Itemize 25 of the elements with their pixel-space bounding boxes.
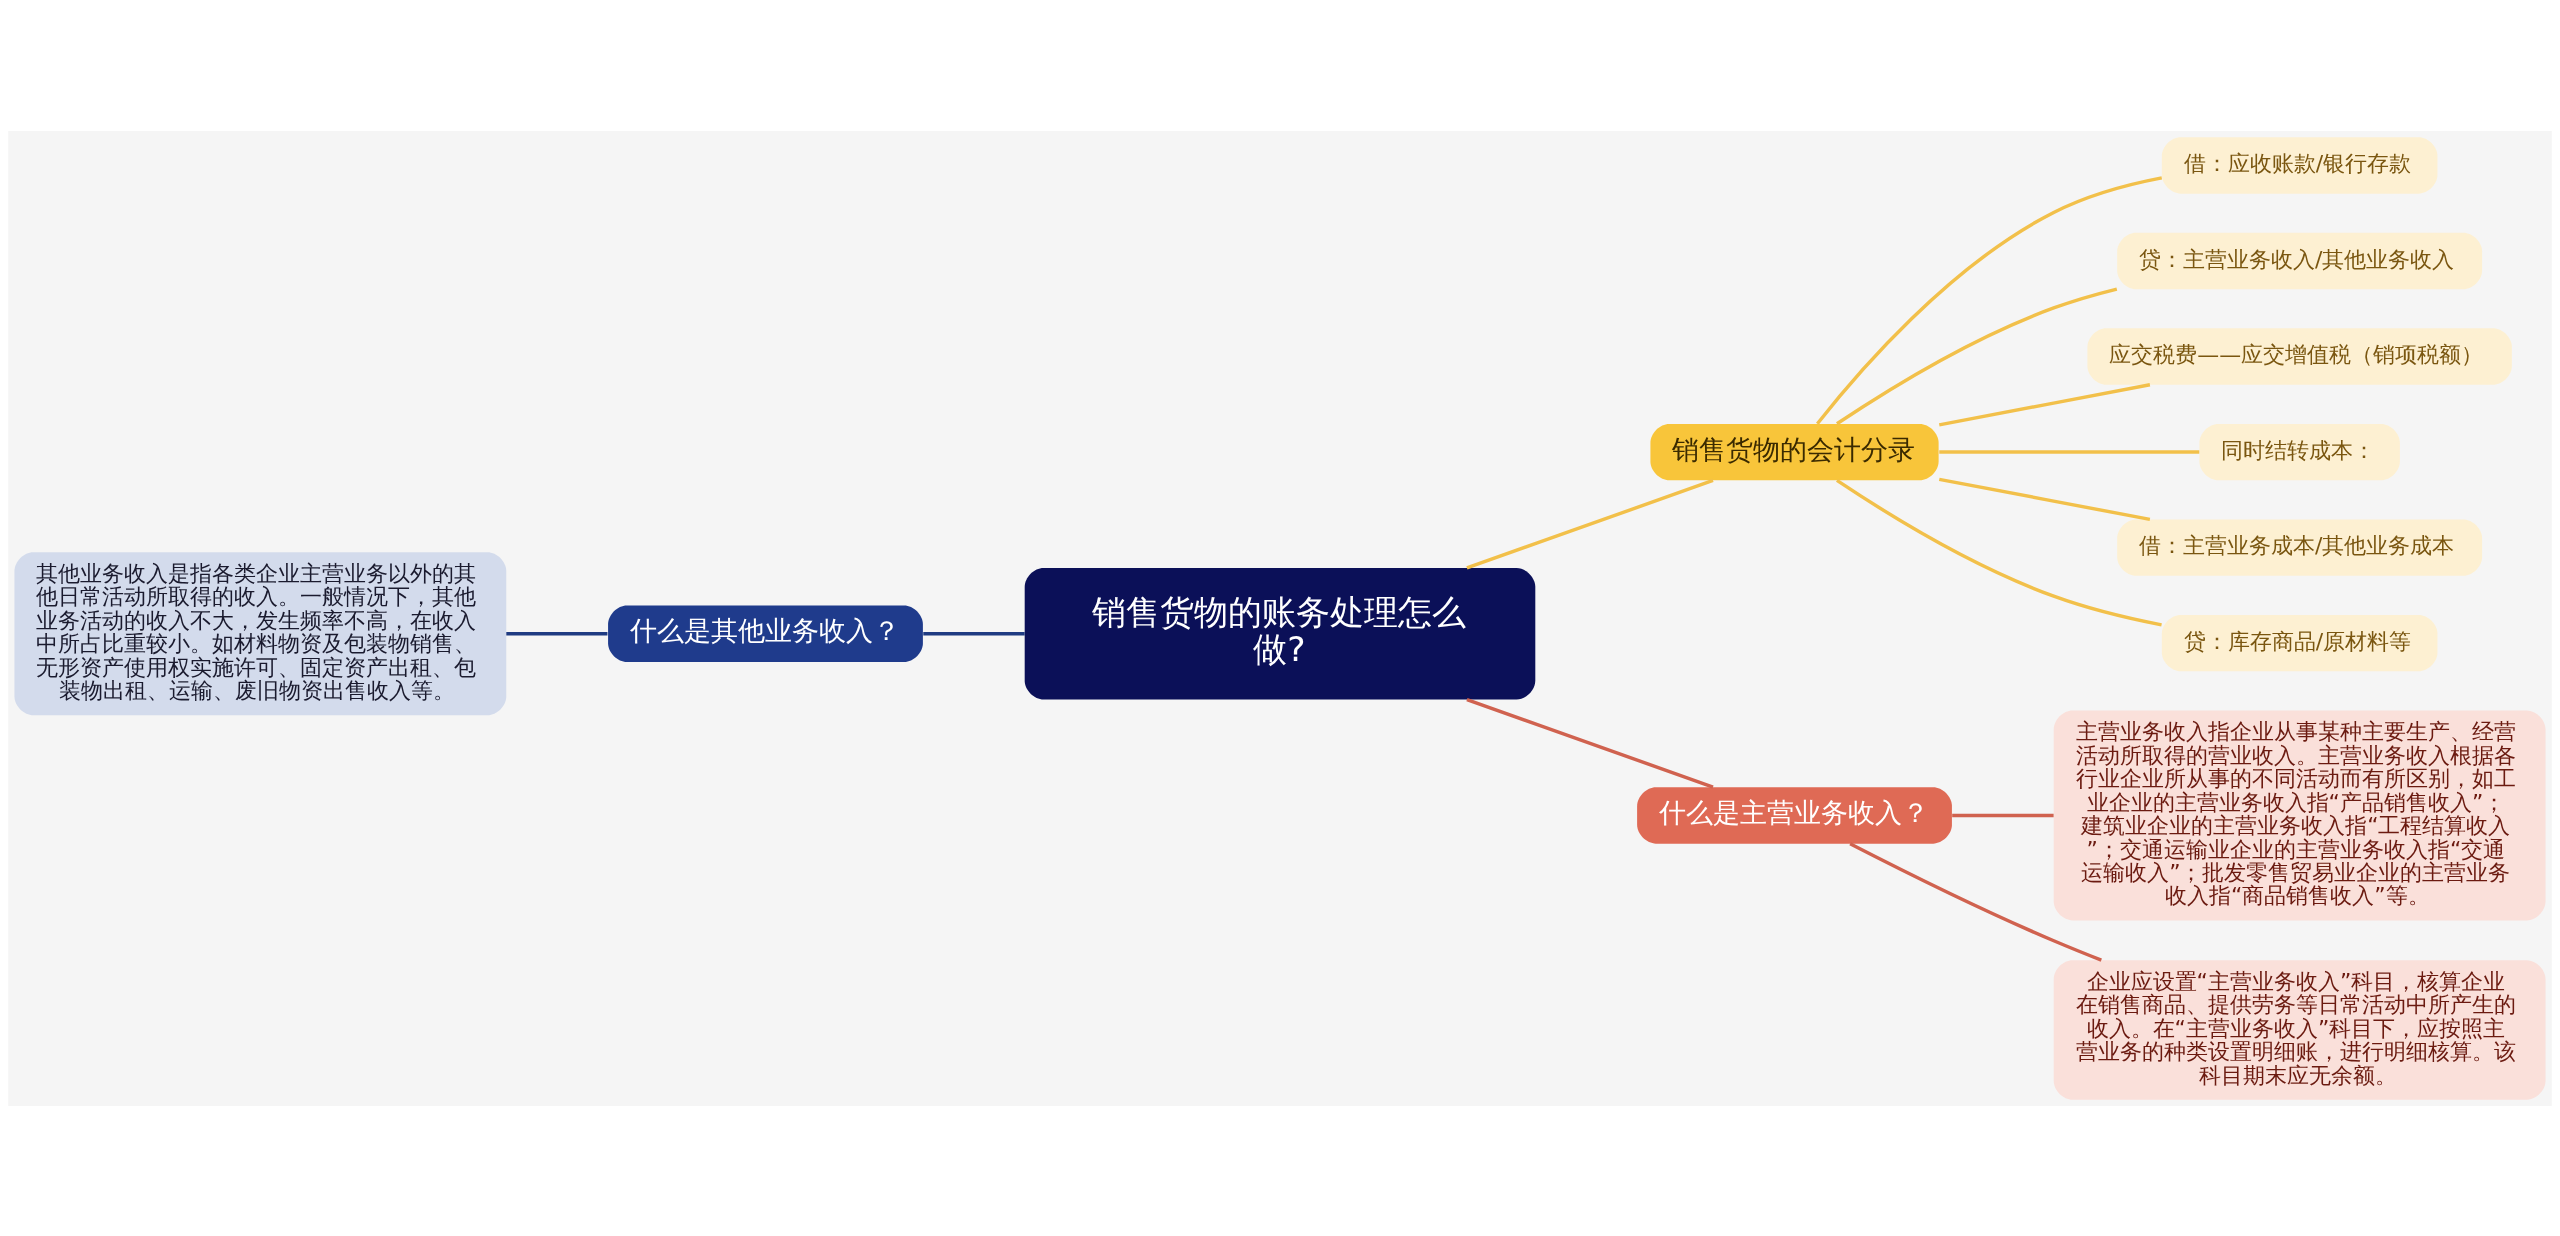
node-box: 借：主营业务成本/其他业务成本	[2117, 518, 2483, 576]
connector	[923, 631, 1025, 635]
connector	[1836, 286, 2118, 425]
node-box: 贷：库存商品/原材料等	[2161, 614, 2438, 671]
connector	[1939, 449, 2200, 454]
node-box: 应交税费——应交增值税（销项税额）	[2087, 327, 2512, 385]
connector	[1816, 175, 2163, 425]
connector	[1952, 813, 2054, 817]
connector	[1466, 697, 1714, 789]
node-box: 销售货物的账务处理怎么做?	[1024, 567, 1536, 700]
node-box: 主营业务收入指企业从事某种主要生产、经营活动所取得的营业收入。主营业务收入根据各行业企业所从事的不同活动而有所区别，如工业企业的主营业务收入指“产品销售收入”；建筑业企业的主营业务收入指“工程结算收入”；交通运输业企业的主营业务收入指“交通运输收入”；批发零售贸易业企业的主营业务收入指“商品销售收入”等。	[2053, 710, 2546, 920]
node-box: 销售货物的会计分录	[1650, 423, 1939, 480]
connector	[1938, 382, 2151, 427]
node-box: 什么是其他业务收入？	[608, 605, 923, 662]
node-box: 贷：主营业务收入/其他业务收入	[2117, 232, 2483, 289]
connector	[506, 631, 608, 635]
connector	[1835, 478, 2162, 627]
node-box: 其他业务收入是指各类企业主营业务以外的其他日常活动所取得的收入。一般情况下，其他业务活动的收入不大，发生频率不高，在收入中所占比重较小。如材料物资及包装物销售、无形资产使用权实施许可、固定资产出租、包装物出租、运输、废旧物资出售收入等。	[14, 551, 507, 715]
node-box: 企业应设置“主营业务收入”科目，核算企业在销售商品、提供劳务等日常活动中所产生的收入。在“主营业务收入”科目下，应按照主营业务的种类设置明细账，进行明细核算。该科目期末应无余额。	[2053, 959, 2546, 1100]
node-box: 借：应收账款/银行存款	[2161, 136, 2438, 194]
connector	[1849, 841, 2102, 962]
connector	[1938, 477, 2151, 521]
node-box: 什么是主营业务收入？	[1637, 786, 1952, 844]
node-box: 同时结转成本：	[2199, 423, 2400, 480]
connector	[1466, 478, 1714, 570]
